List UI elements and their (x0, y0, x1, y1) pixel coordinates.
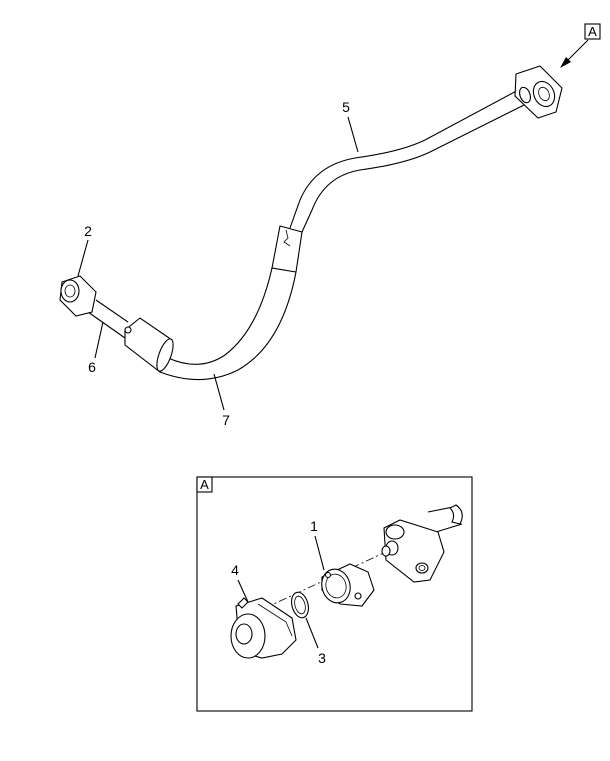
tube-mid-right (159, 271, 297, 381)
callout-6: 6 (88, 321, 104, 375)
callout-6-label: 6 (88, 359, 96, 375)
view-a-label: A (588, 24, 597, 39)
detail-label-box (196, 476, 213, 493)
view-a-marker: A (560, 23, 601, 68)
callout-3-label: 3 (318, 650, 326, 666)
callout-1-label: 1 (310, 518, 318, 534)
assembly-axis (249, 549, 391, 616)
callout-5: 5 (342, 99, 359, 153)
callout-5-leader (347, 116, 359, 153)
view-a-arrow-head (560, 57, 571, 68)
callout-2: 2 (77, 223, 92, 277)
callout-4-label: 4 (231, 562, 239, 578)
tube-assembly (59, 65, 563, 381)
callout-3: 3 (305, 617, 326, 666)
tube-outline-lower (301, 101, 531, 233)
o-ring (291, 591, 309, 619)
callout-6-leader (94, 321, 104, 359)
view-a-box (584, 23, 601, 40)
connector-body (230, 597, 297, 659)
callout-4: 4 (231, 562, 249, 603)
callout-4-leader (237, 579, 249, 603)
callout-2-label: 2 (84, 223, 92, 239)
detail-view-a: A (196, 476, 473, 712)
tube-outline-upper (289, 87, 523, 229)
tube-mid-left (167, 267, 273, 365)
gasket-plate (321, 563, 375, 607)
callout-7-leader (213, 373, 225, 411)
tube-flange-end (514, 65, 563, 119)
callout-1-leader (314, 535, 325, 571)
callout-3-leader (305, 617, 319, 649)
callout-2-leader (77, 239, 89, 277)
tube-hole (124, 326, 132, 334)
fitting-nut (59, 275, 97, 317)
callout-7: 7 (213, 373, 230, 428)
callout-7-label: 7 (222, 412, 230, 428)
detail-tube-flange (381, 504, 463, 583)
detail-label: A (200, 477, 209, 492)
callout-5-label: 5 (342, 99, 350, 115)
tube-sleeve-upper (271, 225, 303, 273)
detail-frame (196, 476, 473, 712)
callout-1: 1 (310, 518, 325, 571)
